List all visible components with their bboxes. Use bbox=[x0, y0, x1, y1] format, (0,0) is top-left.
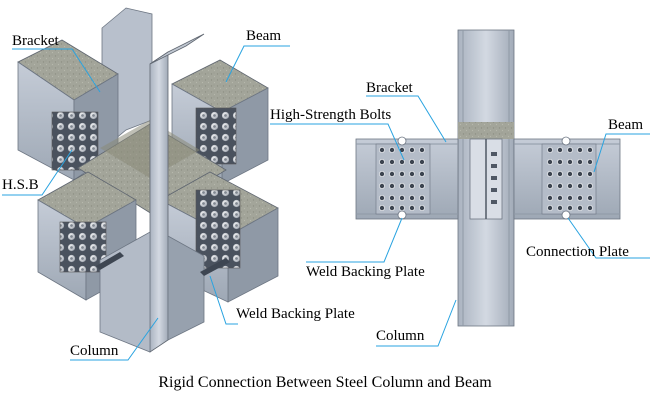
elevation-concrete-strip bbox=[458, 122, 514, 139]
label-bracket-right: Bracket bbox=[366, 80, 413, 96]
isometric-view bbox=[17, 7, 279, 353]
elevation-column bbox=[457, 29, 515, 327]
label-column-left: Column bbox=[70, 343, 119, 359]
label-connection-plate: Connection Plate bbox=[526, 244, 629, 260]
weld-backing-marker-left bbox=[397, 210, 407, 220]
label-hsb: H.S.B bbox=[2, 177, 39, 193]
connection-plate-left bbox=[375, 143, 431, 215]
label-weld-backing-plate-right: Weld Backing Plate bbox=[306, 264, 425, 280]
bolt-group-front-right bbox=[195, 189, 241, 269]
leader-lines-left bbox=[2, 45, 290, 361]
label-high-strength-bolts: High-Strength Bolts bbox=[270, 107, 392, 123]
weld-backing-plate-3d bbox=[200, 258, 230, 276]
bolt-group-front-left bbox=[59, 221, 107, 273]
column-front-flange bbox=[149, 51, 169, 353]
weld-backing-marker-right bbox=[561, 210, 571, 220]
elevation-view bbox=[355, 29, 621, 327]
label-bracket-left: Bracket bbox=[12, 33, 59, 49]
bolt-group-right-elevation bbox=[547, 146, 594, 211]
connection-plate-right bbox=[541, 143, 597, 215]
label-beam-left: Beam bbox=[246, 28, 281, 44]
bolt-group-left-elevation bbox=[378, 146, 425, 211]
label-column-right: Column bbox=[376, 328, 425, 344]
figure-caption: Rigid Connection Between Steel Column an… bbox=[158, 374, 492, 391]
label-weld-backing-plate-left: Weld Backing Plate bbox=[236, 306, 355, 322]
leader-lines-right bbox=[270, 95, 650, 347]
label-beam-right: Beam bbox=[608, 117, 643, 133]
bolt-group-back-right bbox=[195, 107, 237, 165]
